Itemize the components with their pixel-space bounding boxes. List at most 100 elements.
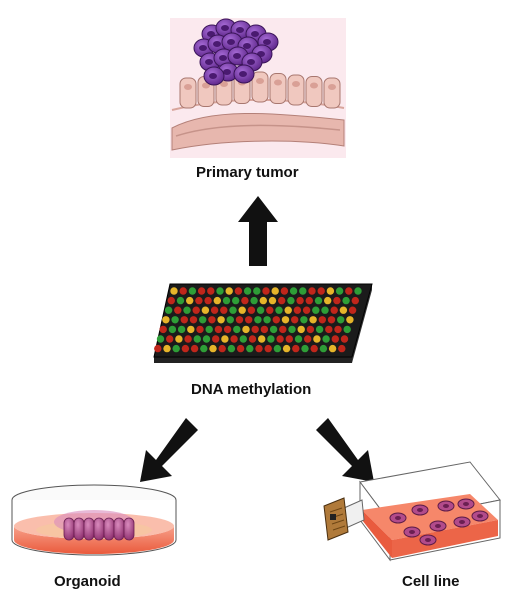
cell-nucleus: [199, 45, 207, 51]
array-spot: [186, 296, 194, 305]
cell-nucleus: [209, 73, 217, 79]
cell-nucleus: [223, 69, 231, 75]
array-spot: [326, 287, 335, 295]
array-spot: [275, 306, 283, 314]
array-spot: [190, 344, 199, 353]
cell-nucleus: [463, 502, 469, 506]
array-spot: [181, 344, 190, 353]
array-spot: [205, 325, 213, 334]
array-spot: [294, 335, 303, 343]
label-primary-tumor: Primary tumor: [196, 164, 299, 181]
array-spot: [189, 316, 198, 324]
array-spot: [281, 316, 290, 324]
array-spot: [301, 344, 309, 353]
array-spot: [340, 335, 349, 343]
array-spot: [319, 344, 328, 353]
cell-nucleus: [310, 82, 318, 89]
cell-nucleus: [221, 25, 229, 31]
array-spot: [289, 287, 298, 295]
array-spot: [230, 335, 238, 343]
cell-nucleus: [477, 514, 483, 518]
array-spot: [207, 287, 215, 295]
array-spot: [312, 306, 320, 314]
cell-nucleus: [236, 27, 244, 33]
label-cell-line: Cell line: [402, 573, 460, 590]
flask-cells: [389, 498, 489, 546]
array-spot: [313, 335, 321, 343]
array-spot: [263, 316, 271, 324]
array-spot: [324, 296, 332, 305]
array-spot: [287, 296, 295, 305]
array-spot: [212, 335, 220, 343]
array-spot: [327, 316, 336, 324]
array-spot: [172, 344, 180, 353]
array-spot: [282, 344, 291, 353]
array-spot: [250, 296, 258, 305]
array-spot: [251, 325, 259, 334]
cell-nucleus: [263, 39, 271, 45]
array-spot: [339, 306, 348, 314]
array-spot: [163, 344, 171, 353]
array-spot: [299, 287, 307, 295]
array-spot: [247, 306, 256, 314]
array-spot: [241, 296, 249, 305]
array-spot: [284, 306, 292, 314]
label-dna-methylation: DNA methylation: [191, 381, 312, 398]
array-spot: [216, 287, 224, 295]
array-spot: [166, 335, 174, 343]
array-spot: [308, 287, 316, 295]
array-spot: [246, 344, 254, 353]
cell-nucleus: [213, 41, 221, 47]
array-spot: [293, 306, 302, 314]
array-spot: [195, 296, 203, 305]
cell-nucleus: [274, 79, 282, 86]
array-spot: [156, 335, 165, 343]
label-organoid: Organoid: [54, 573, 121, 590]
array-spot: [267, 335, 275, 343]
array-spot: [272, 316, 280, 324]
cell-nucleus: [459, 520, 465, 524]
array-spot: [317, 287, 325, 295]
array-spot: [292, 344, 300, 353]
epithelial-cell: [287, 74, 305, 106]
array-spot: [180, 316, 188, 324]
array-spot: [315, 325, 324, 334]
epithelial-cell: [179, 77, 197, 109]
array-spot: [204, 296, 212, 305]
array-spot: [159, 325, 167, 334]
array-spot: [302, 306, 311, 314]
array-spot: [310, 344, 318, 353]
array-spot: [338, 344, 346, 353]
array-spot: [330, 306, 338, 314]
array-spot: [162, 316, 170, 324]
array-spot: [183, 306, 191, 314]
methylation-array: [153, 283, 373, 363]
array-spot: [235, 316, 244, 324]
array-spot: [260, 325, 269, 334]
array-spot: [176, 296, 185, 305]
array-spot: [297, 325, 305, 334]
array-spot: [254, 316, 262, 324]
organoid-cells: [54, 510, 135, 541]
array-spot: [210, 306, 219, 314]
array-spot: [300, 316, 308, 324]
array-spot: [314, 296, 323, 305]
array-spot: [325, 325, 333, 334]
array-spot: [342, 296, 350, 305]
array-spot: [229, 306, 237, 314]
array-spot: [276, 335, 284, 343]
array-spot: [242, 325, 250, 334]
array-spot: [239, 335, 247, 343]
array-spot: [232, 296, 240, 305]
organoid-cell: [93, 517, 105, 541]
array-spot: [278, 296, 286, 305]
array-spot: [345, 287, 353, 295]
cell-nucleus: [409, 530, 415, 534]
array-spot: [288, 325, 296, 334]
array-spot: [223, 325, 232, 334]
array-spot: [328, 344, 337, 353]
cell-nucleus: [395, 516, 401, 520]
array-spot: [309, 316, 317, 324]
array-spot: [227, 344, 236, 353]
